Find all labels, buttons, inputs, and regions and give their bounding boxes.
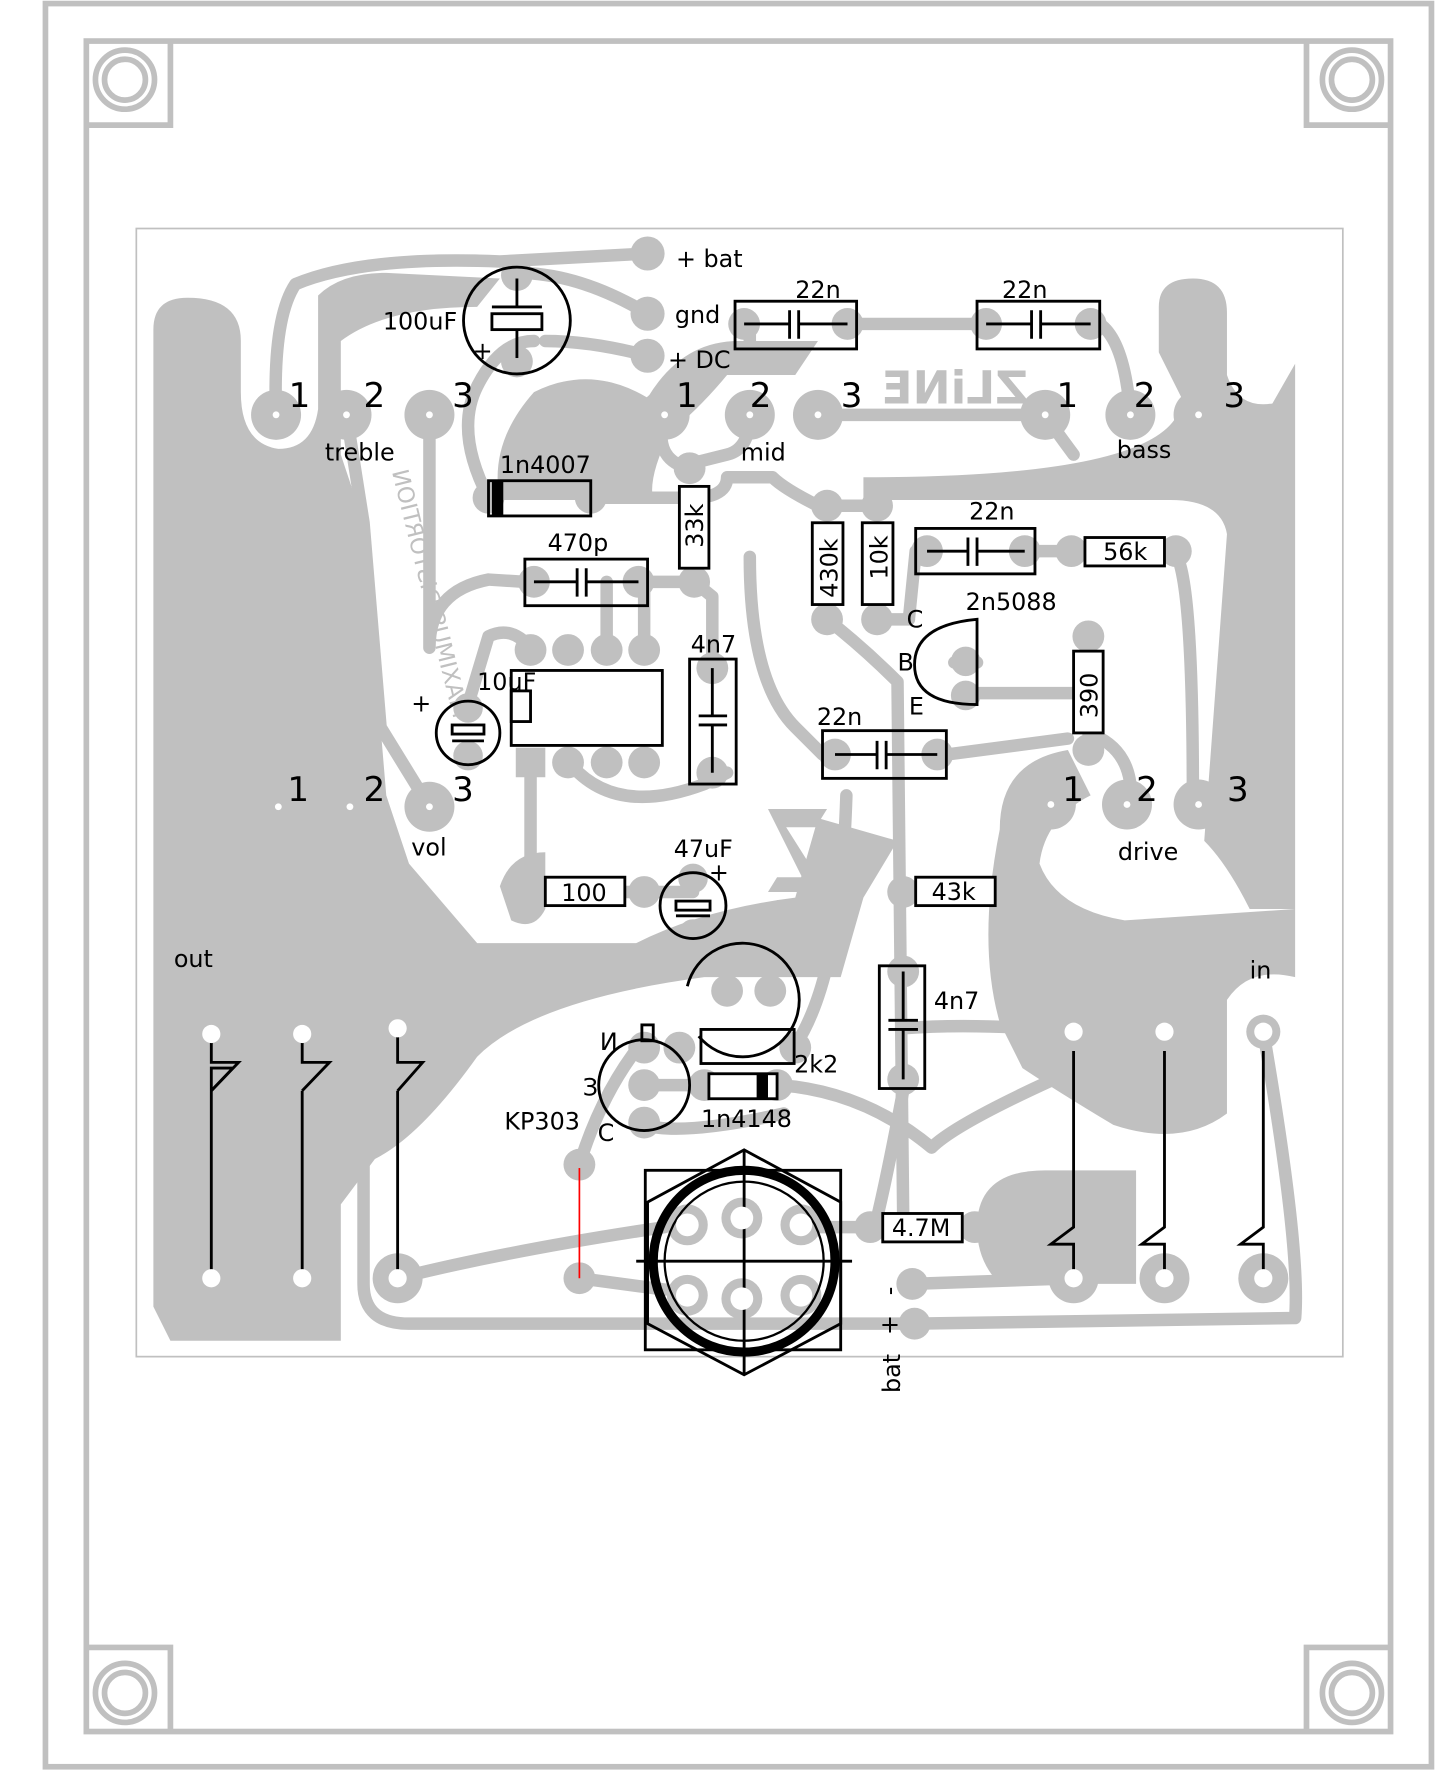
label-dc-plus: + DC [668,346,731,374]
silkscreen-label: 2n5088 [966,588,1057,616]
silkscreen-label: B [897,648,913,676]
silkscreen-label: 22n [795,276,840,304]
silkscreen-label: 2 [364,770,386,810]
silkscreen-label: 100uF [383,308,457,336]
label-bass: bass [1117,436,1172,464]
label-drive: drive [1118,838,1178,866]
silkscreen-label: C [907,605,924,633]
silkscreen-label: 1 [1057,376,1079,416]
silkscreen-label: C [598,1119,615,1147]
silkscreen-label: 430k [815,538,843,598]
pads [194,236,1289,1340]
silkscreen-label: + [876,1315,904,1335]
silkscreen-label: 1 [676,376,698,416]
silkscreen-label: 390 [1075,673,1103,719]
silkscreen-label: 4.7M [892,1214,951,1242]
board-outline [135,227,1344,1358]
logo-watermark-top: ZLiNE [882,361,1029,414]
silkscreen-label: - [876,1287,904,1296]
silkscreen-label: 10k [865,535,893,579]
silkscreen-label: 1 [1062,770,1084,810]
drill-holes [202,411,1273,1311]
silkscreen-label: 33k [681,503,709,547]
label-out: out [174,945,213,973]
silkscreen-label: + [709,859,729,887]
silkscreen-label: bat [878,1354,906,1393]
silkscreen-label: 470p [548,529,609,557]
silkscreen-label: 22n [1002,276,1047,304]
silkscreen-label: З [583,1073,598,1101]
label-gnd: gnd [675,301,720,329]
silkscreen-label: 3 [452,376,474,416]
silkscreen-label: + [473,337,493,365]
silkscreen-label: 56k [1103,538,1147,566]
silkscreen-label: И [600,1028,618,1056]
silkscreen-label: KP303 [504,1107,580,1135]
silkscreen-label: 2 [750,376,772,416]
silkscreen-label: 22n [817,703,862,731]
silkscreen-label: 10uF [477,668,536,696]
silkscreen-label: 2k2 [794,1051,838,1079]
silkscreen-label: 43k [932,878,976,906]
label-bat-plus: + bat [676,245,743,273]
silkscreen-label: 2 [1134,376,1156,416]
silkscreen-label: 3 [1227,770,1249,810]
silkscreen [209,265,1265,1377]
silkscreen-label: + [411,689,431,717]
silkscreen-label: 47uF [674,835,733,863]
labels: + bat gnd + DC 1 2 3 1 2 3 1 2 3 1 2 3 1 2 3 trebl… [174,245,1272,1393]
silkscreen-label: 3 [1224,376,1246,416]
label-in: in [1250,956,1272,984]
silkscreen-label: 4n7 [691,630,736,658]
silkscreen-label: E [909,693,924,721]
zline-logo: ZLiNE [767,809,828,915]
silkscreen-label: 4n7 [934,987,979,1015]
silkscreen-label: 100 [561,879,607,907]
silkscreen-label: 1 [289,376,311,416]
silkscreen-label: ZLiNE [776,896,827,915]
silkscreen-label: 1 [287,770,309,810]
silkscreen-label: 3 [452,770,474,810]
silkscreen-label: 3 [841,376,863,416]
silkscreen-label: 1n4148 [701,1105,792,1133]
silkscreen-label: 1n4007 [500,451,591,479]
label-vol: vol [411,834,446,862]
silkscreen-label: 2 [1136,770,1158,810]
label-treble: treble [325,438,395,466]
silkscreen-label: 2 [364,376,386,416]
label-mid: mid [741,438,786,466]
silkscreen-label: 22n [969,497,1014,525]
enclosure-outline [42,0,1435,1770]
